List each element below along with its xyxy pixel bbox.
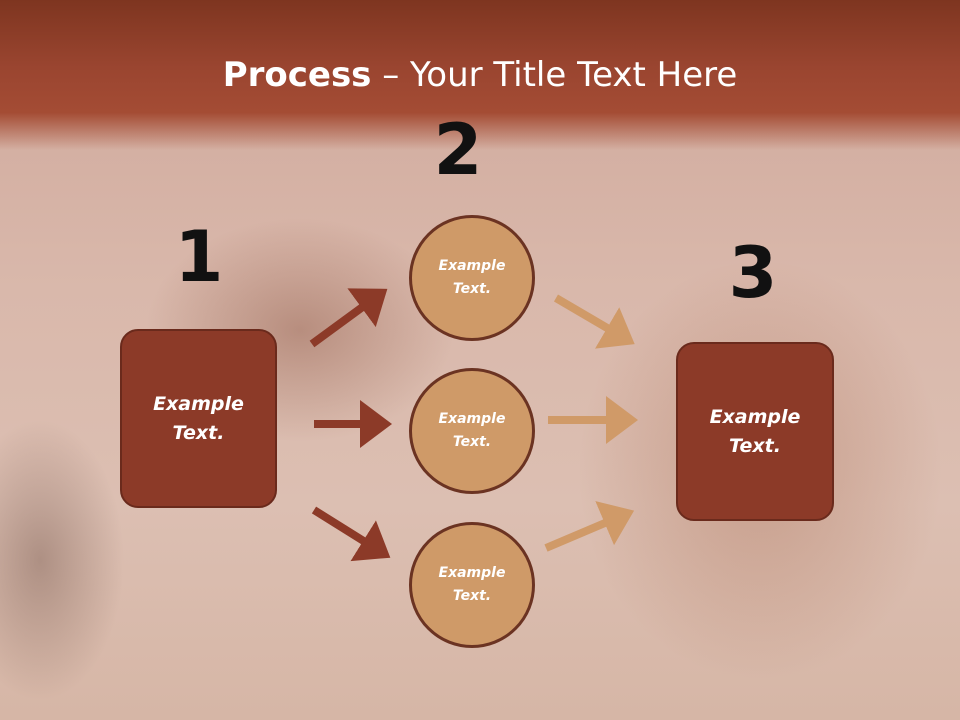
step-3-box[interactable]: Example Text.	[676, 342, 834, 521]
arrow-2a-to-3	[553, 294, 635, 349]
step-number-3: 3	[728, 232, 778, 314]
step-2-circle-middle[interactable]: Example Text.	[409, 368, 535, 494]
title-rest: – Your Title Text Here	[371, 55, 738, 95]
step-2-circle-bottom[interactable]: Example Text.	[409, 522, 535, 648]
title-bar	[0, 0, 960, 150]
step-number-2: 2	[433, 109, 483, 191]
arrow-1-to-2c	[311, 506, 391, 562]
step-2-circle-top[interactable]: Example Text.	[409, 215, 535, 341]
arrow-1-to-2a	[309, 288, 388, 348]
step-number-1: 1	[174, 216, 224, 298]
arrow-2c-to-3	[544, 501, 635, 552]
slide-title[interactable]: Process – Your Title Text Here	[0, 52, 960, 98]
step-1-box[interactable]: Example Text.	[120, 329, 277, 508]
title-bold: Process	[222, 55, 372, 95]
